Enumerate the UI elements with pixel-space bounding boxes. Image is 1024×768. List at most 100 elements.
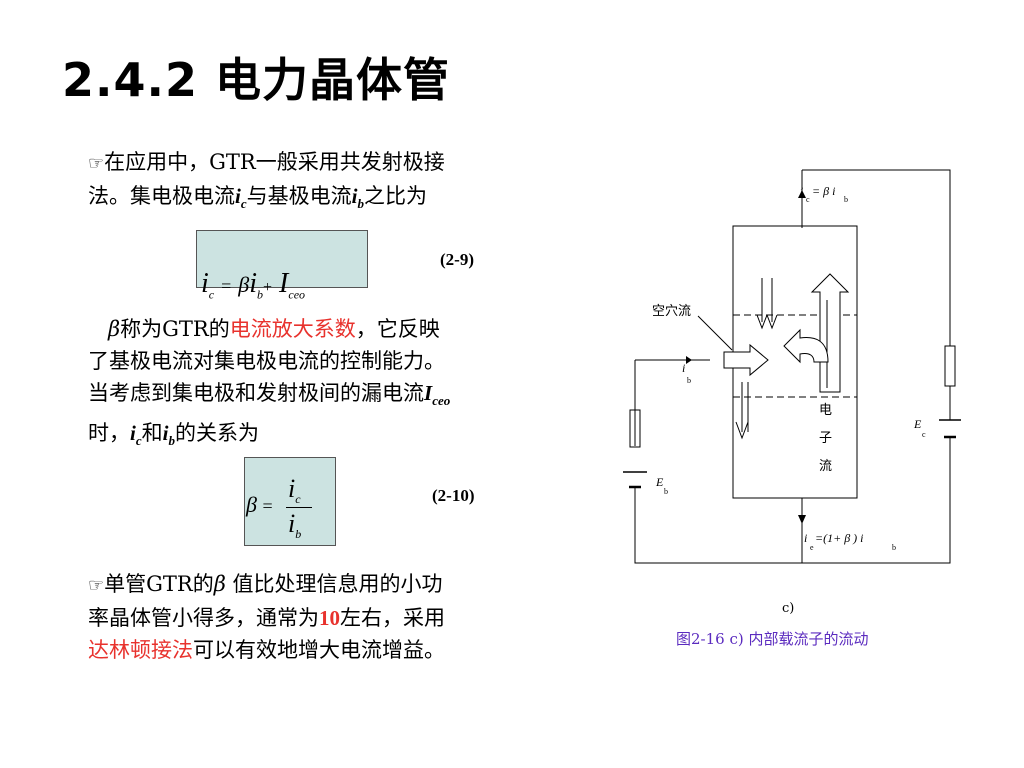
eq1-Iceo-sub: ceo [288,287,306,302]
ic-symbol: i [235,184,241,208]
para2-line4-text-b: 和 [141,421,163,446]
ib-sub-2: b [168,433,175,449]
electron-up-arrow [810,273,850,393]
para2-line3-text: 当考虑到集电极和发射极间的漏电流 [88,381,424,405]
para2-line3: 当考虑到集电极和发射极间的漏电流Iceo [88,377,588,417]
fig-label-ic-sub: c [806,195,810,204]
fig-label-Ec: E [913,417,922,431]
curved-arrow [783,328,829,364]
value-10: 10 [319,606,340,630]
hole-arrow-2 [766,278,778,330]
eq1-equals: = [221,276,232,296]
paragraph-2: β称为GTR的电流放大系数，它反映 了基极电流对集电极电流的控制能力。 当考虑到… [88,313,588,457]
ib-sub: b [357,196,364,212]
para2-text-a: 称为GTR的 [120,317,230,341]
ic-symbol-2: i [130,421,136,446]
right-wire-top [802,169,951,346]
darlington-highlight: 达林顿接法 [88,638,193,662]
eq1-Iceo: I [279,268,289,299]
ib-symbol-2: i [162,421,169,446]
ic-arrowhead [798,190,806,198]
fig-label-hole-flow: 空穴流 [652,303,691,318]
bullet2-text-b: 值比处理信息用的小功 [225,572,443,596]
eq2-beta: β [246,492,257,517]
fig-label-ie: i [804,531,807,545]
ib-arrowhead [686,356,692,364]
para2-line4-text-c: 的关系为 [174,421,259,446]
bullet2-line2: 率晶体管小得多，通常为10左右，采用 [88,602,588,634]
hole-flow-pointer [697,315,733,351]
bullet1-text-c: 之比为 [363,184,427,208]
hand-pointer-icon-2: ☞ [88,575,105,596]
beta-symbol: β [108,317,121,341]
bullet2-line2-text-b: 左右，采用 [340,606,445,630]
fig-label-ic: i [800,184,803,198]
bullet2-text-a: 单管GTR的 [104,572,214,596]
equation-box-2-10 [244,457,336,546]
eq1-ib-sub: b [257,287,264,302]
fig-label-Ec-sub: c [922,430,926,439]
base-resistor [629,409,641,448]
bullet-paragraph-2: ☞单管GTR的β 值比处理信息用的小功 率晶体管小得多，通常为10左右，采用 达… [88,568,588,666]
para2-highlight: 电流放大系数 [229,317,356,341]
gtr-carrier-flow-diagram: i c = β i b 空穴流 i b 电 子 流 E c E b i e =(… [623,169,961,564]
figure-panel-label: c) [782,601,795,616]
fraction-bar [286,507,312,508]
eq2-lhs: β = [246,492,273,518]
fig-label-ib: i [682,361,685,375]
bottom-wire [634,437,951,564]
eq2-ic-sub: c [295,492,301,507]
fig-label-ie-eq: =(1+ β ) i [815,531,864,545]
para2-line4: 时，ic和ib的关系为 [88,417,588,457]
hand-pointer-icon: ☞ [88,153,105,174]
eq1-beta: β [238,272,250,297]
hole-arrow-1 [756,278,768,330]
bullet-paragraph-1: ☞在应用中，GTR一般采用共发射极接 法。集电极电流ic与基极电流ib之比为 [88,146,588,220]
equation-box-2-9 [196,230,368,288]
fig-label-Eb: E [655,475,664,489]
slide-title: 2.4.2 电力晶体管 [62,53,450,107]
fig-label-ie-eq-sub: b [892,543,896,552]
eq2-numerator: ic [288,474,301,507]
figure-caption: 图2-16 c) 内部载流子的流动 [676,630,869,648]
bullet2-line3: 达林顿接法可以有效地增大电流增益。 [88,634,588,666]
eq2-ib-sub: b [295,527,302,542]
para2-line1: β称为GTR的电流放大系数，它反映 [88,313,588,345]
bullet1-line2: 法。集电极电流ic与基极电流ib之比为 [88,180,588,220]
fig-label-ie-sub: e [810,543,814,552]
Iceo-symbol: I [424,381,433,405]
para2-text-b: ，它反映 [355,317,440,341]
eq1-ic: i [201,268,209,299]
eq2-equals: = [262,496,273,516]
para2-line2: 了基极电流对集电极电流的控制能力。 [88,349,445,373]
fig-label-electron-3: 流 [819,458,832,473]
bullet1-text-b: 与基极电流 [246,184,352,208]
fig-label-electron-1: 电 [819,402,832,417]
fig-label-Eb-sub: b [664,487,668,496]
fig-label-ic-eq-sub: b [844,195,848,204]
fig-label-ib-sub: b [687,376,691,385]
ib-symbol: i [351,184,358,208]
eq2-denominator: ib [288,509,301,542]
eq2-ic: i [288,474,296,503]
eq2-ib: i [288,509,296,538]
equation-number-2-10: (2-10) [432,486,475,505]
fig-label-electron-2: 子 [819,430,832,445]
beta-symbol-2: β [213,572,226,596]
bullet2-line2-text: 率晶体管小得多，通常为 [88,606,319,630]
ie-arrowhead [798,515,806,524]
ic-sub: c [240,196,247,212]
bullet1-text-a: 法。集电极电流 [88,184,235,208]
fig-label-ic-eq: = β i [812,184,835,198]
collector-resistor [944,345,956,387]
eq1-ic-sub: c [208,287,215,302]
Iceo-sub: ceo [432,393,451,409]
bullet1-line1: ☞在应用中，GTR一般采用共发射极接 [88,146,588,180]
bullet1-line1-text: 在应用中，GTR一般采用共发射极接 [104,150,445,174]
eq1-plus: + [263,279,273,296]
bullet2-line1: ☞单管GTR的β 值比处理信息用的小功 [88,568,588,602]
bullet2-line3-text: 可以有效地增大电流增益。 [193,638,445,662]
equation-2-9: ic = βib+ Iceo [201,268,305,303]
para2-line4-text-a: 时， [88,421,130,446]
ic-sub-2: c [135,433,142,449]
